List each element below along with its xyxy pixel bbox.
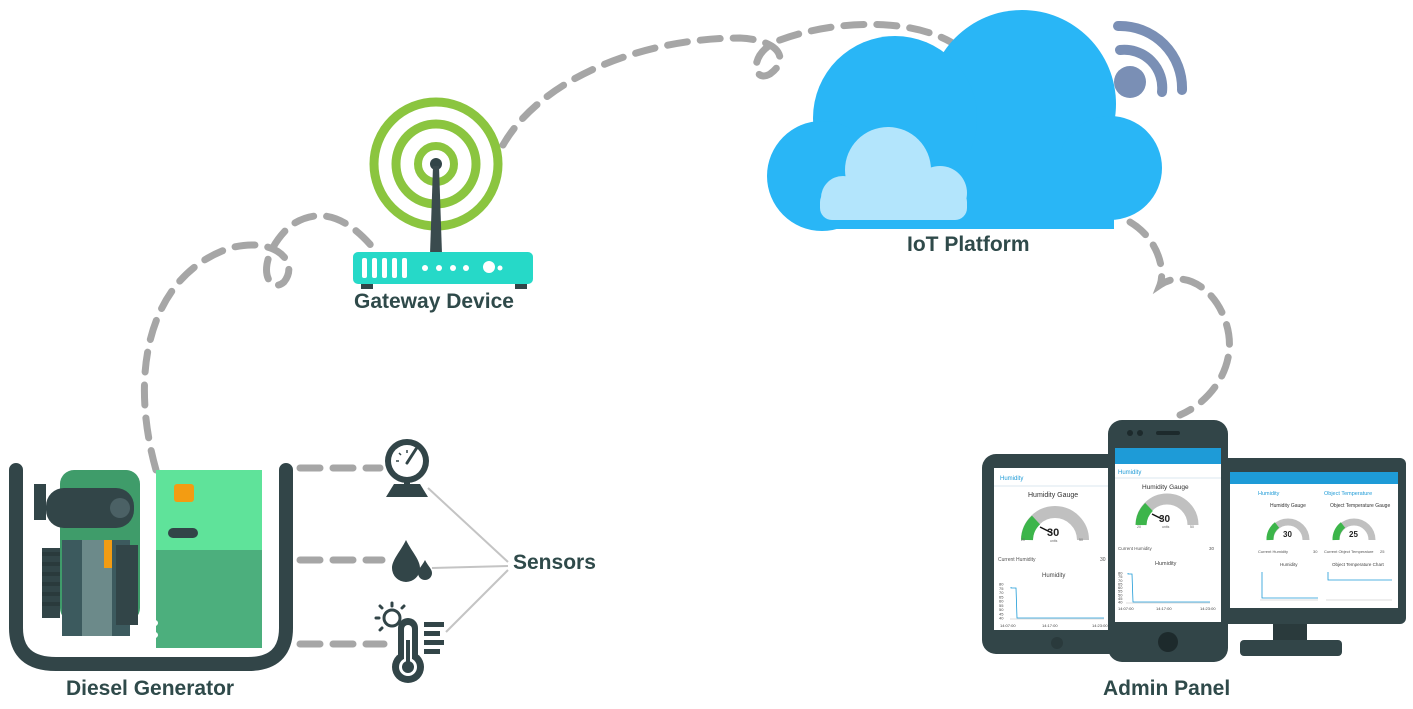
phone-device: Humidity Humidity Gauge 30 units 20 50 C… — [1108, 420, 1228, 662]
phone-y-tick-7: 45 — [1118, 596, 1123, 601]
phone-y-tick-8: 40 — [1118, 600, 1123, 605]
small-cloud-icon — [820, 127, 967, 220]
tablet-y-tick-1: 75 — [999, 586, 1004, 591]
tablet-gauge-value: 30 — [1047, 527, 1059, 539]
phone-gauge-max: 50 — [1190, 525, 1194, 529]
connection-paths — [140, 20, 1233, 648]
thermometer-sun-icon — [374, 601, 444, 683]
phone-x-tick-2: 14:23:00 — [1200, 606, 1216, 611]
phone-current-label: Current Humidity — [1118, 546, 1153, 551]
tablet-x-tick-1: 14:17:00 — [1042, 623, 1058, 628]
router-body — [353, 252, 533, 284]
tablet-device: Humidity Humidity Gauge 30 units 20 50 C… — [982, 454, 1132, 654]
phone-y-tick-1: 75 — [1118, 574, 1123, 579]
phone-y-tick-4: 60 — [1118, 585, 1123, 590]
monitor-tab-humidity[interactable]: Humidity — [1258, 491, 1280, 497]
sensor-connectors — [427, 487, 509, 633]
phone-tab-humidity[interactable]: Humidity — [1118, 470, 1141, 476]
phone-y-tick-0: 80 — [1118, 571, 1123, 576]
gateway-device-label: Gateway Device — [354, 290, 514, 313]
link-generator-to-gateway — [140, 212, 379, 474]
tablet-gauge-min: 20 — [1021, 538, 1025, 542]
phone-y-tick-3: 65 — [1118, 581, 1123, 586]
monitor-current1-label: Current Humidity — [1258, 549, 1288, 554]
iot-cloud — [767, 10, 1188, 231]
wifi-icon — [1113, 20, 1188, 98]
diesel-generator-icon — [9, 463, 293, 671]
phone-y-tick-5: 55 — [1118, 589, 1123, 594]
tablet-y-tick-6: 50 — [999, 607, 1004, 612]
tablet-tab-humidity[interactable]: Humidity — [1000, 476, 1023, 482]
iot-platform-label: IoT Platform — [907, 233, 1030, 256]
phone-gauge-unit: units — [1162, 525, 1170, 529]
tablet-y-tick-5: 55 — [999, 603, 1004, 608]
phone-x-tick-0: 14:07:00 — [1118, 606, 1134, 611]
monitor-gauge2-value: 25 — [1349, 530, 1358, 539]
tablet-y-tick-4: 60 — [999, 599, 1004, 604]
gateway-device — [353, 97, 533, 289]
monitor-tab-object-temperature[interactable]: Object Temperature — [1324, 491, 1372, 497]
tablet-y-tick-2: 70 — [999, 590, 1004, 595]
phone-y-tick-2: 70 — [1118, 578, 1123, 583]
desktop-monitor: Humidity Object Temperature Humidity Gau… — [1222, 458, 1406, 656]
phone-x-tick-1: 14:17:00 — [1156, 606, 1172, 611]
phone-gauge-title: Humidity Gauge — [1142, 484, 1189, 491]
tablet-y-tick-3: 65 — [999, 594, 1004, 599]
link-gateway-to-cloud — [499, 20, 964, 149]
tablet-current-label: Current Humidity — [998, 557, 1036, 563]
sensors-label: Sensors — [513, 551, 596, 574]
phone-current-value: 30 — [1209, 546, 1215, 551]
monitor-gauge1-title: Humidity Gauge — [1270, 503, 1306, 509]
monitor-chart2-title: Object Temperature Chart — [1332, 562, 1384, 567]
monitor-current2-label: Current Object Temperature — [1324, 549, 1374, 554]
admin-panel-label: Admin Panel — [1103, 677, 1231, 700]
tablet-gauge-unit: units — [1050, 539, 1058, 543]
phone-gauge-min: 20 — [1137, 525, 1141, 529]
tablet-gauge-max: 50 — [1079, 538, 1083, 542]
monitor-current2-value: 25 — [1380, 549, 1385, 554]
phone-y-tick-6: 50 — [1118, 592, 1123, 597]
admin-panel-devices: Humidity Object Temperature Humidity Gau… — [982, 420, 1406, 662]
pressure-gauge-icon — [385, 439, 429, 497]
tablet-current-value: 30 — [1100, 557, 1106, 563]
monitor-gauge1-value: 30 — [1283, 530, 1292, 539]
phone-chart-title: Humidity — [1155, 561, 1177, 567]
tablet-x-tick-0: 14:07:00 — [1000, 623, 1016, 628]
diesel-generator-label: Diesel Generator — [66, 677, 235, 700]
tablet-y-tick-0: 80 — [999, 582, 1004, 587]
tablet-chart-title: Humidity — [1042, 573, 1065, 579]
tablet-y-tick-8: 40 — [999, 616, 1004, 621]
monitor-current1-value: 30 — [1313, 549, 1318, 554]
link-cloud-to-admin — [1126, 218, 1233, 419]
tablet-x-tick-2: 14:23:00 — [1092, 623, 1108, 628]
monitor-gauge2-title: Object Temperature Gauge — [1330, 503, 1390, 509]
phone-gauge-value: 30 — [1159, 514, 1171, 525]
monitor-chart1-title: Humidity — [1280, 562, 1298, 567]
tablet-y-tick-7: 45 — [999, 611, 1004, 616]
tablet-gauge-title: Humidity Gauge — [1028, 492, 1078, 499]
water-drop-icon — [392, 540, 432, 582]
